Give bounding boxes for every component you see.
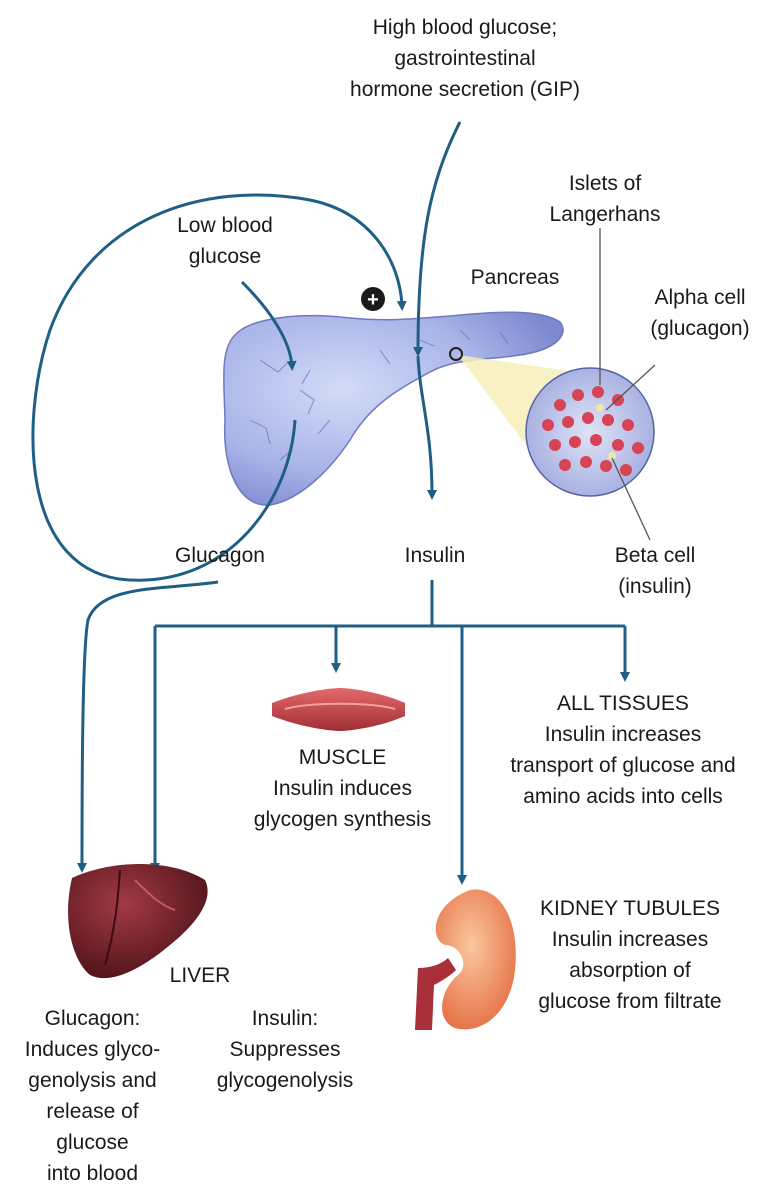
flow-arrows: [31, 121, 630, 885]
low-glucose-arrow: [240, 280, 297, 371]
insulin-release-arrow: [416, 355, 437, 500]
beta-cell-label: Beta cell(insulin): [614, 544, 696, 598]
stimulation-plus-icon: +: [361, 287, 385, 311]
islet-magnification: [449, 228, 656, 541]
kidney-title: KIDNEY TUBULES: [539, 897, 721, 920]
liver-title: LIVER: [169, 964, 231, 987]
alpha-cell-label: Alpha cell(glucagon): [650, 286, 750, 340]
liver-icon: [68, 864, 208, 979]
islet-cells: [542, 386, 644, 476]
pancreas-label: Pancreas: [470, 266, 560, 289]
svg-text:+: +: [367, 289, 379, 311]
muscle-title: MUSCLE: [298, 746, 387, 769]
muscle-icon: [272, 688, 405, 731]
glucagon-feedback-loop: [31, 193, 407, 582]
glucagon-label: Glucagon: [175, 544, 265, 567]
kidney-icon: [415, 889, 516, 1030]
all-tissues-title: ALL TISSUES: [557, 692, 689, 715]
insulin-label: Insulin: [404, 544, 466, 567]
glucagon-to-liver-arrow: [77, 580, 219, 873]
high-glucose-arrow: [413, 121, 462, 357]
